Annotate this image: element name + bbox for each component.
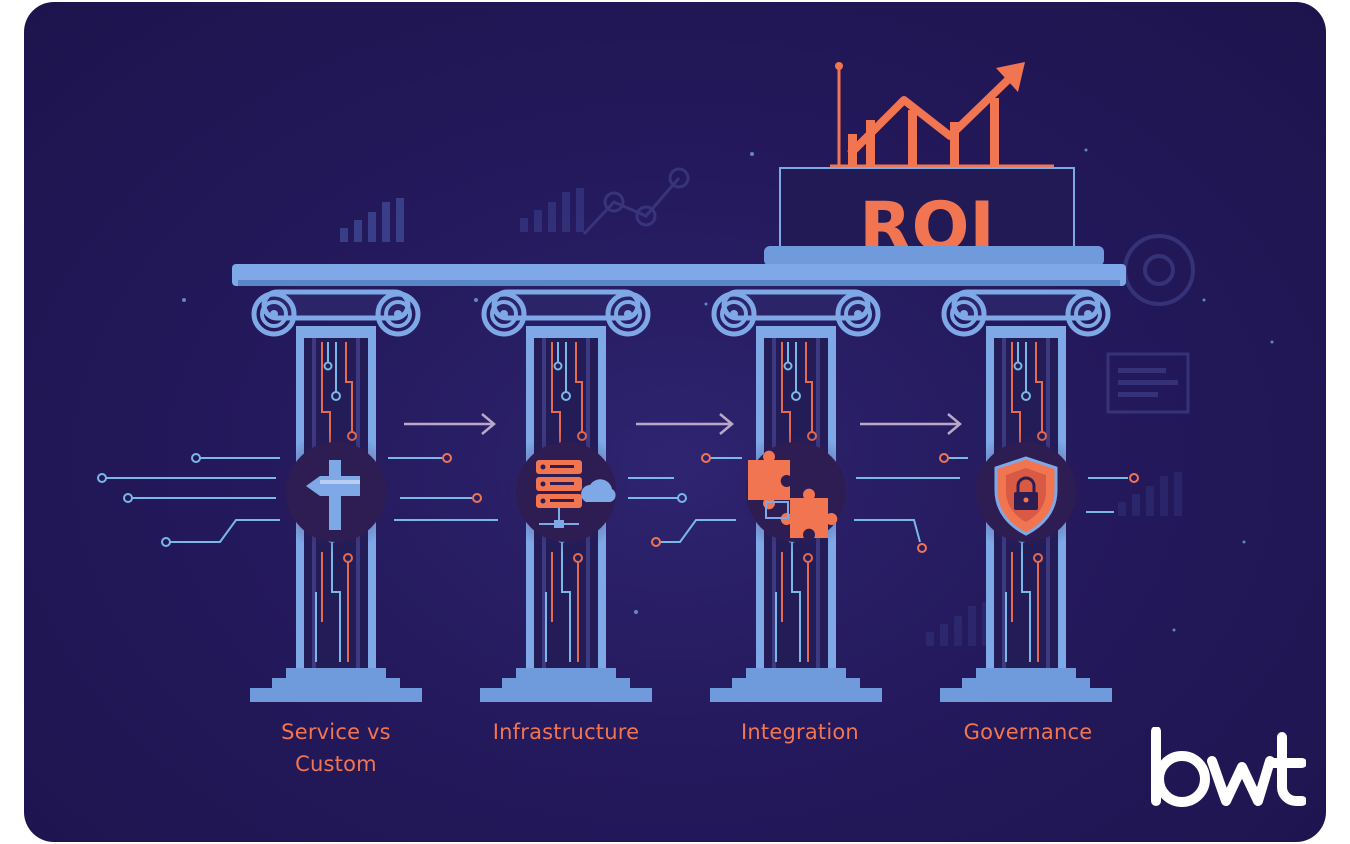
pillar-label-service-vs-custom: Service vs Custom bbox=[236, 716, 436, 780]
background-document-icon bbox=[1106, 352, 1190, 414]
pillar-label-line: Integration bbox=[741, 720, 859, 744]
pillar-label-line: Service vs bbox=[281, 720, 391, 744]
pillar-label-infrastructure: Infrastructure bbox=[466, 716, 666, 748]
infographic-card: ROI bbox=[24, 2, 1326, 842]
roi-trend-chart-icon bbox=[830, 62, 1054, 168]
pillar-label-line: Governance bbox=[963, 720, 1093, 744]
background-line-chart-icon bbox=[582, 167, 690, 236]
background-bar-chart-icon bbox=[520, 188, 584, 232]
background-gear-icon bbox=[1123, 234, 1195, 306]
pillars-diagram: ROI bbox=[97, 62, 1274, 842]
pillar-label-governance: Governance bbox=[928, 716, 1128, 748]
background-bar-chart-icon bbox=[340, 198, 404, 242]
pillar-label-line: Infrastructure bbox=[492, 720, 640, 744]
pillar-label-line: Custom bbox=[295, 752, 377, 776]
puzzle-pieces-icon bbox=[748, 450, 838, 538]
roi-banner-ledge bbox=[764, 246, 1104, 266]
circuit-connectors bbox=[97, 453, 1139, 553]
server-cloud-icon bbox=[536, 460, 616, 528]
shield-lock-icon bbox=[994, 456, 1058, 536]
bwt-logo bbox=[1151, 727, 1306, 807]
flow-arrows bbox=[404, 413, 962, 435]
pillar-label-integration: Integration bbox=[700, 716, 900, 748]
sparkle-dots bbox=[182, 148, 1274, 632]
background-bar-chart-icon bbox=[926, 602, 990, 646]
signpost-icon bbox=[306, 460, 360, 530]
